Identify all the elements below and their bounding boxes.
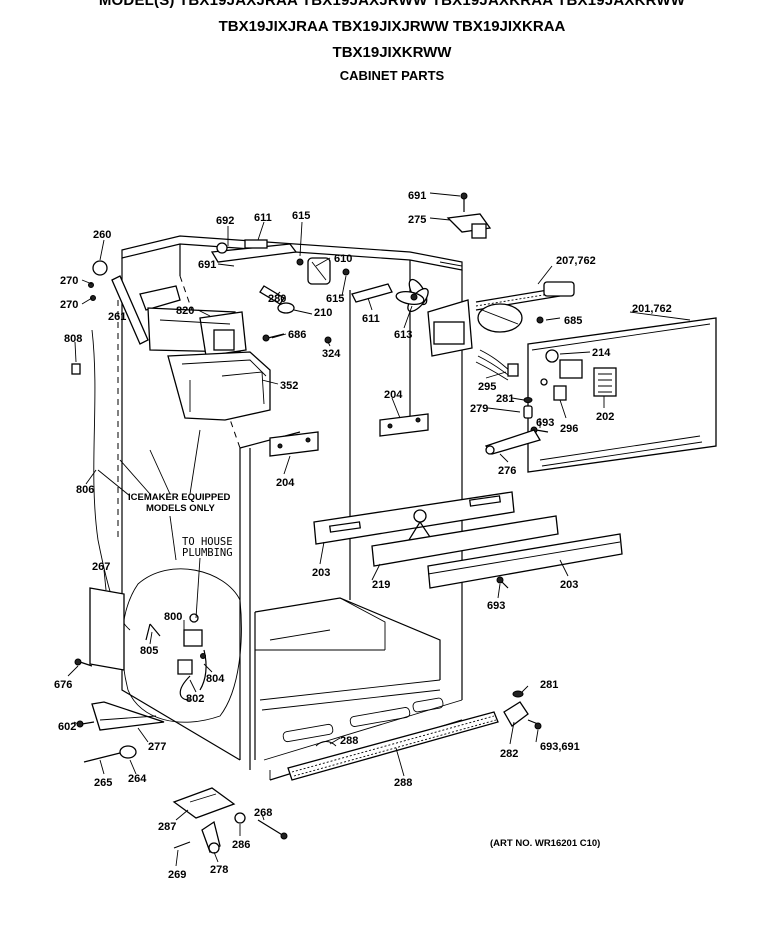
callout: 268 (254, 807, 272, 819)
callout: 204 (384, 389, 403, 401)
callout: 288 (340, 735, 358, 747)
callout: 324 (322, 348, 341, 360)
callout: 280 (268, 293, 286, 305)
shelf-bracket-204 (269, 413, 429, 457)
callout: 808 (64, 333, 82, 345)
callout: 286 (232, 839, 250, 851)
callout: 820 (176, 305, 194, 317)
callout: 296 (560, 423, 578, 435)
callout: 806 (76, 484, 94, 496)
callout: 611 (254, 212, 272, 224)
callout: 805 (140, 645, 158, 657)
callout: 281 (496, 393, 514, 405)
callout: 691 (198, 259, 216, 271)
callout: 270 (60, 275, 78, 287)
callout: 278 (210, 864, 228, 876)
model-list-line-2: TBX19JIXJRAA TBX19JIXJRWW TBX19JIXKRAA (218, 18, 566, 35)
callout: 676 (54, 679, 72, 691)
callout: 219 (372, 579, 390, 591)
kickplate-288 (287, 711, 499, 781)
callout: 277 (148, 741, 166, 753)
callout: 270 (60, 299, 78, 311)
callout: 265 (94, 777, 112, 789)
callout: 804 (206, 673, 225, 685)
lower-left-parts (74, 587, 165, 763)
callout: 203 (560, 579, 578, 591)
callout: 201,762 (632, 303, 672, 315)
diagram-subtitle: CABINET PARTS (339, 68, 445, 83)
art-number: (ART NO. WR16201 C10) (490, 838, 600, 849)
callout: 615 (292, 210, 310, 222)
callout: 282 (500, 748, 518, 760)
callout: 692 (216, 215, 234, 227)
defrost-heater-assembly (427, 281, 575, 381)
model-list-line-3: TBX19JIXKRWW (332, 44, 452, 61)
leader-lines (67, 192, 691, 867)
callout: 686 (288, 329, 306, 341)
icemaker-note-line-2: MODELS ONLY (146, 503, 215, 514)
callout: 276 (498, 465, 516, 477)
callout: 611 (362, 313, 380, 325)
callout: 602 (58, 721, 76, 733)
callout: 203 (312, 567, 330, 579)
callout: 210 (314, 307, 332, 319)
lower-hinge-parts (172, 787, 288, 854)
callout: 214 (592, 347, 611, 359)
model-list-line-1: MODEL(S) TBX19JAXJRAA TBX19JAXJRWW TBX19… (98, 0, 686, 9)
callout: 352 (280, 380, 298, 392)
lower-right-hinge (503, 690, 542, 730)
fan-blade-icon (395, 278, 429, 313)
evaporator-fan-assembly (210, 239, 429, 344)
callout: 288 (394, 777, 412, 789)
callout-labels: 691 275 692 611 615 260 691 610 207,762 … (54, 190, 672, 881)
callout: 610 (334, 253, 352, 265)
callout: 261 (108, 311, 126, 323)
callout: 613 (394, 329, 412, 341)
callout: 202 (596, 411, 614, 423)
callout: 615 (326, 293, 344, 305)
plumbing-note-line-1: TO HOUSE (182, 536, 233, 548)
callout: 267 (92, 561, 110, 573)
callout: 264 (128, 773, 147, 785)
plumbing-note-line-2: PLUMBING (182, 547, 233, 559)
callout: 287 (158, 821, 176, 833)
callout: 281 (540, 679, 558, 691)
callout: 204 (276, 477, 295, 489)
callout: 800 (164, 611, 182, 623)
icemaker-assembly (88, 260, 271, 421)
callout: 279 (470, 403, 488, 415)
callout: 260 (93, 229, 111, 241)
callout: 693 (536, 417, 554, 429)
callout: 693,691 (540, 741, 580, 753)
callout: 802 (186, 693, 204, 705)
callout: 685 (564, 315, 582, 327)
callout: 693 (487, 600, 505, 612)
top-hinge (446, 192, 492, 239)
callout: 207,762 (556, 255, 596, 267)
callout: 691 (408, 190, 426, 202)
callout: 295 (478, 381, 496, 393)
callout: 275 (408, 214, 426, 226)
icemaker-note-line-1: ICEMAKER EQUIPPED (128, 492, 231, 503)
mullion-rails (313, 491, 623, 589)
callout: 269 (168, 869, 186, 881)
control-panel-201 (484, 317, 717, 473)
